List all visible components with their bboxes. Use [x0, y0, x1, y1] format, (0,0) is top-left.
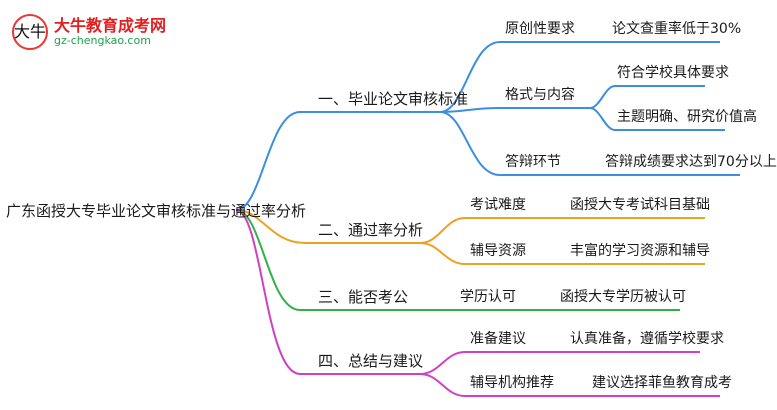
node-tutoring-resources: 辅导资源 [470, 243, 526, 259]
node-degree-recognition: 学历认可 [460, 289, 516, 305]
branch-pass-rate: 二、通过率分析 [318, 221, 424, 239]
leaf-exam-basics: 函授大专考试科目基础 [570, 197, 710, 213]
link-c2-l1 [589, 85, 705, 109]
node-defense: 答辩环节 [505, 154, 561, 170]
link-b1-c2 [439, 107, 590, 113]
site-logo[interactable]: 大牛 大牛教育成考网 gz-chengkao.com [12, 12, 172, 52]
link-root-b2 [235, 209, 420, 244]
link-b4-c2 [419, 373, 580, 397]
leaf-prepare-seriously: 认真准备，遵循学校要求 [570, 331, 724, 347]
logo-badge: 大牛 [12, 14, 48, 50]
leaf-degree-recognized: 函授大专学历被认可 [560, 289, 686, 305]
link-c2-l2 [589, 107, 725, 131]
leaf-rich-resources: 丰富的学习资源和辅导 [570, 243, 710, 259]
logo-url: gz-chengkao.com [54, 34, 151, 47]
link-root-b1 [235, 111, 440, 211]
connector-lines [235, 41, 740, 397]
leaf-plagiarism-rate: 论文查重率低于30% [612, 21, 742, 37]
link-b2-c2 [419, 242, 555, 265]
link-root-b3 [235, 209, 680, 311]
node-exam-difficulty: 考试难度 [470, 197, 526, 213]
leaf-recommend-feiyu: 建议选择菲鱼教育成考 [592, 375, 732, 391]
mindmap: 大牛 大牛教育成考网 gz-chengkao.com [6, 12, 777, 397]
leaf-topic-clarity: 主题明确、研究价值高 [617, 109, 757, 125]
link-b1-c1 [439, 41, 590, 113]
link-b2-c1 [419, 217, 555, 244]
node-originality: 原创性要求 [505, 21, 575, 37]
leaf-defense-score: 答辩成绩要求达到70分以上 [605, 154, 777, 170]
leaf-school-requirements: 符合学校具体要求 [617, 65, 729, 81]
node-institution-recommendation: 辅导机构推荐 [470, 375, 554, 391]
link-b1-c3 [439, 111, 590, 176]
branch-summary: 四、总结与建议 [318, 352, 424, 370]
link-b4-c1 [419, 351, 555, 375]
branch-civil-service: 三、能否考公 [318, 288, 409, 306]
root-topic: 广东函授大专毕业论文审核标准与通过率分析 [6, 202, 307, 220]
branch-review-standards: 一、毕业论文审核标准 [318, 90, 469, 108]
node-format-content: 格式与内容 [505, 87, 575, 103]
link-root-b4 [235, 209, 420, 375]
logo-title: 大牛教育成考网 [54, 16, 167, 35]
node-preparation-advice: 准备建议 [470, 331, 526, 347]
